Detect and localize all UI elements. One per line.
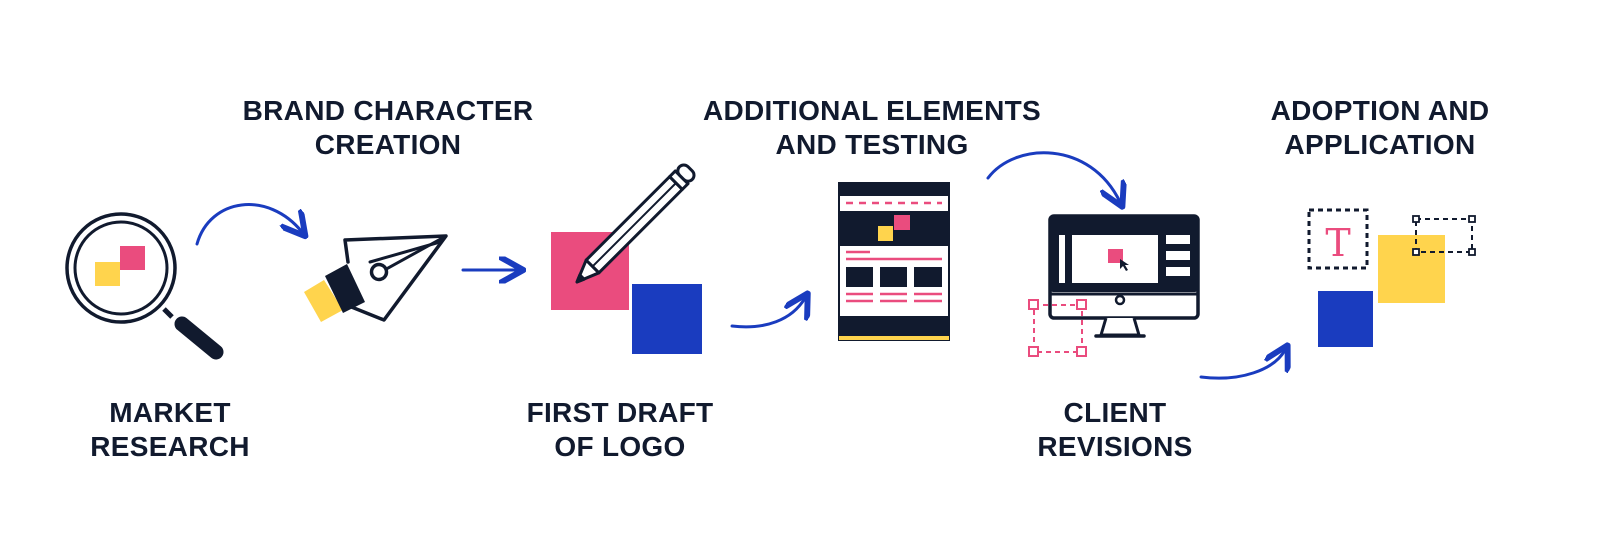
logo-letter: T (1325, 221, 1350, 265)
step-label-line1: CLIENT (1063, 397, 1167, 428)
step-label-line2: OF LOGO (554, 431, 686, 462)
webpage-mockup-icon (838, 182, 950, 341)
step-label-brand-character: BRAND CHARACTER CREATION (238, 94, 538, 162)
step-label-line1: BRAND CHARACTER (242, 95, 534, 126)
step-label-line2: APPLICATION (1284, 129, 1476, 160)
desktop-monitor-icon (1048, 214, 1200, 338)
arrow-icon (195, 203, 302, 246)
arrow-icon (986, 151, 1120, 202)
typography-text-icon: T (1307, 208, 1476, 347)
step-label-market-research: MARKET RESEARCH (60, 396, 280, 464)
step-label-line2: RESEARCH (90, 431, 250, 462)
step-label-first-draft: FIRST DRAFT OF LOGO (510, 396, 730, 464)
step-label-line1: MARKET (109, 397, 231, 428)
step-label-line1: ADOPTION AND (1270, 95, 1490, 126)
step-label-line2: REVISIONS (1037, 431, 1193, 462)
step-label-client-revisions: CLIENT REVISIONS (1010, 396, 1220, 464)
step-label-additional-elements: ADDITIONAL ELEMENTS AND TESTING (692, 94, 1052, 162)
selection-box-icon (1028, 299, 1087, 357)
step-label-line1: FIRST DRAFT (526, 397, 714, 428)
pencil-icon (551, 163, 702, 354)
arrow-icon (1199, 350, 1285, 380)
step-label-line2: CREATION (314, 129, 462, 160)
step-label-line1: ADDITIONAL ELEMENTS (702, 95, 1042, 126)
step-label-adoption: ADOPTION AND APPLICATION (1250, 94, 1510, 162)
pen-nib-icon (304, 234, 448, 322)
magnifying-glass-icon (65, 212, 224, 360)
step-label-line2: AND TESTING (775, 129, 969, 160)
arrow-icon (730, 298, 805, 329)
